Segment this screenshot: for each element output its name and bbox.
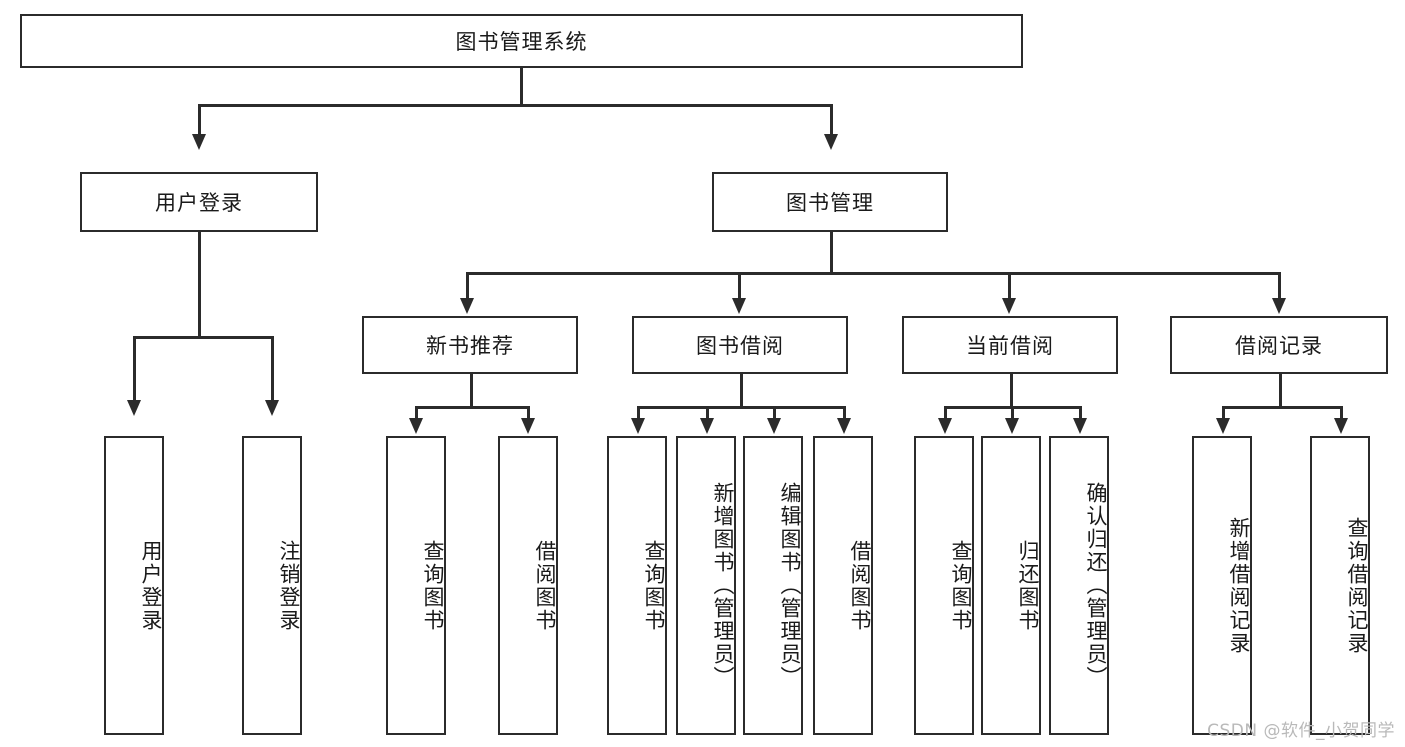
connector-level2-bus [198,104,832,107]
leaf-borrow-book-new[interactable]: 借阅图书 [498,436,558,735]
connector-drop-borrow-record [1278,272,1281,302]
node-book-borrow[interactable]: 图书借阅 [632,316,848,374]
node-label: 当前借阅 [966,334,1054,358]
connector-book-borrow-stem [740,374,743,406]
connector-drop-current-borrow [1008,272,1011,302]
node-current-borrow[interactable]: 当前借阅 [902,316,1118,374]
connector-book-borrow-bus [637,406,843,409]
arrow-current-borrow-leaf-1 [938,418,952,434]
arrow-user-login-leaf-1 [127,400,141,416]
node-label: 用户登录 [139,539,163,632]
leaf-return-book[interactable]: 归还图书 [981,436,1041,735]
node-label: 归还图书 [1016,539,1040,632]
leaf-add-book-admin[interactable]: 新增图书（管理员） [676,436,736,735]
connector-drop-new-book [466,272,469,302]
connector-user-login-stem [198,232,201,336]
node-label: 查询图书 [949,539,973,632]
arrow-current-borrow-leaf-3 [1073,418,1087,434]
node-label: 图书借阅 [696,334,784,358]
arrow-borrow-record-leaf-1 [1216,418,1230,434]
node-user-login[interactable]: 用户登录 [80,172,318,232]
connector-drop-user-login [198,104,201,138]
node-label: 确认归还（管理员） [1084,482,1108,689]
connector-root-stem [520,68,523,104]
arrow-book-borrow-leaf-2 [700,418,714,434]
connector-drop-borrow-record-leaf-1 [1222,406,1225,422]
connector-user-login-bus [133,336,271,339]
node-label: 用户登录 [155,191,243,215]
node-label: 编辑图书（管理员） [778,482,802,689]
arrow-new-book [460,298,474,314]
node-new-book-recommend[interactable]: 新书推荐 [362,316,578,374]
arrow-new-book-leaf-2 [521,418,535,434]
connector-new-book-stem [470,374,473,406]
node-label: 查询借阅记录 [1345,516,1369,655]
arrow-book-borrow-leaf-4 [837,418,851,434]
leaf-logout[interactable]: 注销登录 [242,436,302,735]
connector-drop-new-book-leaf-1 [415,406,418,422]
node-label: 查询图书 [421,539,445,632]
node-label: 新增借阅记录 [1227,516,1251,655]
node-label: 查询图书 [642,539,666,632]
connector-new-book-bus [415,406,527,409]
arrow-borrow-record-leaf-2 [1334,418,1348,434]
leaf-query-book-borrow[interactable]: 查询图书 [607,436,667,735]
arrow-book-borrow [732,298,746,314]
connector-drop-book-borrow-leaf-4 [843,406,846,422]
connector-drop-user-login-leaf-1 [133,336,136,404]
arrow-user-login [192,134,206,150]
arrow-borrow-record [1272,298,1286,314]
connector-drop-current-borrow-leaf-3 [1079,406,1082,422]
node-book-management-system[interactable]: 图书管理系统 [20,14,1023,68]
arrow-user-login-leaf-2 [265,400,279,416]
leaf-edit-book-admin[interactable]: 编辑图书（管理员） [743,436,803,735]
node-label: 图书管理 [786,191,874,215]
leaf-user-login[interactable]: 用户登录 [104,436,164,735]
connector-current-borrow-stem [1010,374,1013,406]
leaf-query-borrow-record[interactable]: 查询借阅记录 [1310,436,1370,735]
arrow-book-borrow-leaf-1 [631,418,645,434]
leaf-confirm-return-admin[interactable]: 确认归还（管理员） [1049,436,1109,735]
connector-book-management-stem [830,232,833,272]
arrow-current-borrow-leaf-2 [1005,418,1019,434]
connector-drop-user-login-leaf-2 [271,336,274,404]
node-label: 注销登录 [277,539,301,632]
node-label: 新书推荐 [426,334,514,358]
leaf-query-book-current[interactable]: 查询图书 [914,436,974,735]
leaf-query-book-new[interactable]: 查询图书 [386,436,446,735]
connector-drop-book-management [830,104,833,138]
connector-drop-current-borrow-leaf-2 [1011,406,1014,422]
connector-borrow-record-bus [1222,406,1340,409]
arrow-book-management [824,134,838,150]
node-label: 图书管理系统 [455,30,588,54]
node-book-management[interactable]: 图书管理 [712,172,948,232]
node-label: 借阅图书 [533,539,557,632]
connector-drop-book-borrow-leaf-3 [773,406,776,422]
node-label: 借阅记录 [1235,334,1323,358]
connector-drop-borrow-record-leaf-2 [1340,406,1343,422]
connector-drop-new-book-leaf-2 [527,406,530,422]
node-label: 借阅图书 [848,539,872,632]
connector-drop-book-borrow-leaf-1 [637,406,640,422]
connector-borrow-record-stem [1279,374,1282,406]
connector-drop-book-borrow-leaf-2 [706,406,709,422]
connector-drop-book-borrow [738,272,741,302]
watermark: CSDN @软件_小贺同学 [1207,721,1395,741]
arrow-book-borrow-leaf-3 [767,418,781,434]
arrow-current-borrow [1002,298,1016,314]
node-label: 新增图书（管理员） [711,482,735,689]
arrow-new-book-leaf-1 [409,418,423,434]
node-borrow-record[interactable]: 借阅记录 [1170,316,1388,374]
leaf-add-borrow-record[interactable]: 新增借阅记录 [1192,436,1252,735]
connector-level3-bus [466,272,1280,275]
leaf-borrow-book[interactable]: 借阅图书 [813,436,873,735]
connector-drop-current-borrow-leaf-1 [944,406,947,422]
